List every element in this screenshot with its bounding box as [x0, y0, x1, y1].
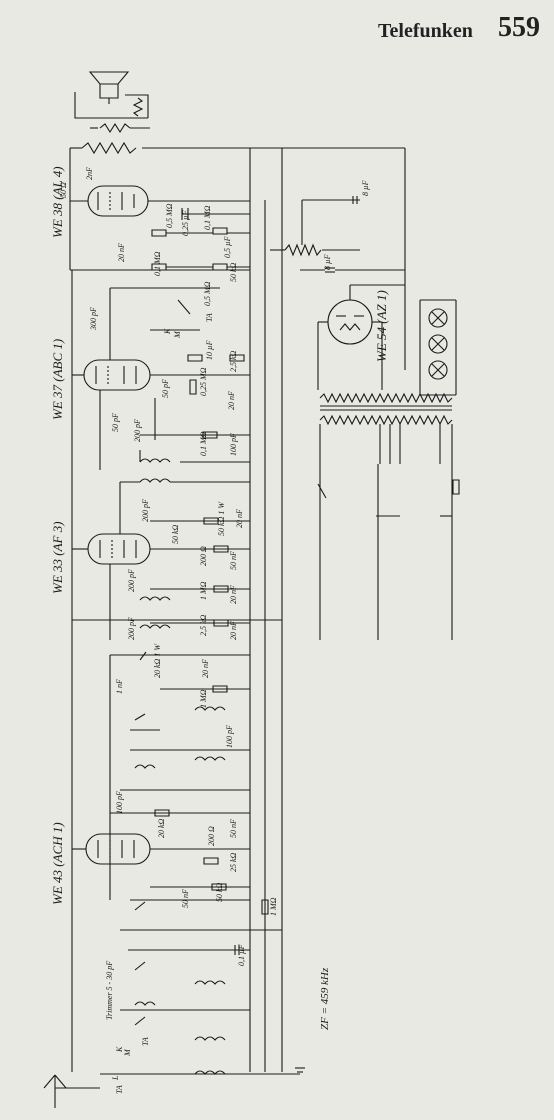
tube-label-af3: WE 33 (AF 3) [50, 521, 65, 594]
value-r50: 50 Ω [59, 182, 68, 198]
value-c10: 10 µF [205, 340, 214, 360]
value-c20nf-c: 20 nF [235, 509, 244, 528]
value-c300: 300 pF [89, 307, 98, 331]
value-c100pf-c: 100 pF [115, 791, 124, 814]
tube-abc1 [84, 360, 150, 390]
antenna-icon [44, 1075, 100, 1108]
value-c50nf-c: 50 nF [181, 889, 190, 908]
value-r01m-c: 0,1 MΩ [199, 431, 208, 456]
value-c200pf-b: 200 pF [141, 499, 150, 522]
value-c20nf-b: 20 nF [227, 391, 236, 410]
switch-label-ta3: TA [115, 1085, 124, 1094]
value-c20nf-d: 20 nF [229, 585, 238, 604]
value-r1m-b: 1 MΩ [199, 689, 208, 708]
value-r05m: 0,5 MΩ [165, 203, 174, 228]
value-r50k: 50 kΩ [229, 262, 238, 282]
value-c50nf: 50 nF [229, 551, 238, 570]
tube-al4 [88, 186, 148, 216]
value-r01m: 0,1 MΩ [203, 205, 212, 230]
switch-label-m2: M [123, 1048, 132, 1057]
value-r50k-b: 50 kΩ [171, 524, 180, 544]
tube-label-ach1: WE 43 (ACH 1) [50, 822, 65, 905]
value-r025m: 0,25 MΩ [199, 367, 208, 396]
tube-label-abc1: WE 37 (ABC 1) [50, 339, 65, 420]
trimmer-note: Trimmer 5 - 30 pF [105, 961, 114, 1020]
tube-label-al4: WE 38 (AL 4) [50, 166, 65, 238]
switch-label-ta2: TA [141, 1037, 150, 1046]
value-c1nf: 1 nF [115, 679, 124, 694]
value-c200pf-d: 200 pF [127, 617, 136, 640]
switch-label-l: L [111, 1075, 120, 1081]
value-r50k-1w: 50 kΩ 1 W [217, 501, 226, 536]
value-r1m-c: 1 MΩ [269, 897, 278, 916]
tube-az1 [328, 300, 372, 344]
value-c20nf-e: 20 nF [229, 621, 238, 640]
value-r200: 200 Ω [199, 546, 208, 566]
tube-ach1 [86, 834, 150, 864]
value-r25k: 2,5 kΩ [229, 350, 238, 372]
value-c2nf: 2nF [85, 167, 94, 180]
value-c200pf-c: 200 pF [127, 569, 136, 592]
value-c20nf-a: 20 nF [117, 243, 126, 262]
value-r200-b: 200 Ω [207, 826, 216, 846]
switch-label-m: M [173, 330, 182, 339]
value-r05m-b: 0,5 MΩ [203, 281, 212, 306]
value-c100pf: 100 pF [229, 433, 238, 456]
value-r01m-b: 0,1 MΩ [153, 251, 162, 276]
value-c50pf-b: 50 pF [111, 413, 120, 432]
value-c05: 0,5 µF [223, 236, 232, 258]
value-r25k-b: 2,5 kΩ [199, 614, 208, 636]
pilot-lamps [429, 309, 447, 379]
value-c025: 0,25 µF [181, 210, 190, 236]
value-c50nf-b: 50 nF [229, 819, 238, 838]
page-number: 559 [498, 12, 540, 43]
value-c20nf-f: 20 nF [201, 659, 210, 678]
switch-label-k2: K [115, 1046, 124, 1053]
if-frequency-note: ZF = 459 kHz [319, 967, 331, 1030]
value-c8uf-b: 8 µF [323, 254, 332, 270]
value-r20k: 20 kΩ [157, 818, 166, 838]
value-c01uf: 0,1 µF [237, 944, 246, 966]
brand-name: Telefunken [378, 20, 473, 42]
switch-label-k: K [163, 328, 172, 335]
value-r20k-1w: 20 kΩ 1 W [153, 643, 162, 678]
wiring [44, 72, 459, 1108]
value-c100pf-b: 100 pF [225, 725, 234, 748]
tube-label-az1: WE 54 (AZ 1) [374, 290, 389, 362]
tube-af3 [88, 534, 150, 564]
value-r25k-c: 25 kΩ [229, 852, 238, 872]
value-r1m: 1 MΩ [199, 581, 208, 600]
value-c50pf: 50 pF [161, 379, 170, 398]
value-r50k-c: 50 kΩ [215, 882, 224, 902]
switch-label-ta: TA [205, 313, 214, 322]
speaker-icon [90, 72, 128, 104]
value-c8uf: 8 µF [361, 180, 370, 196]
value-c200pf: 200 pF [133, 419, 142, 442]
